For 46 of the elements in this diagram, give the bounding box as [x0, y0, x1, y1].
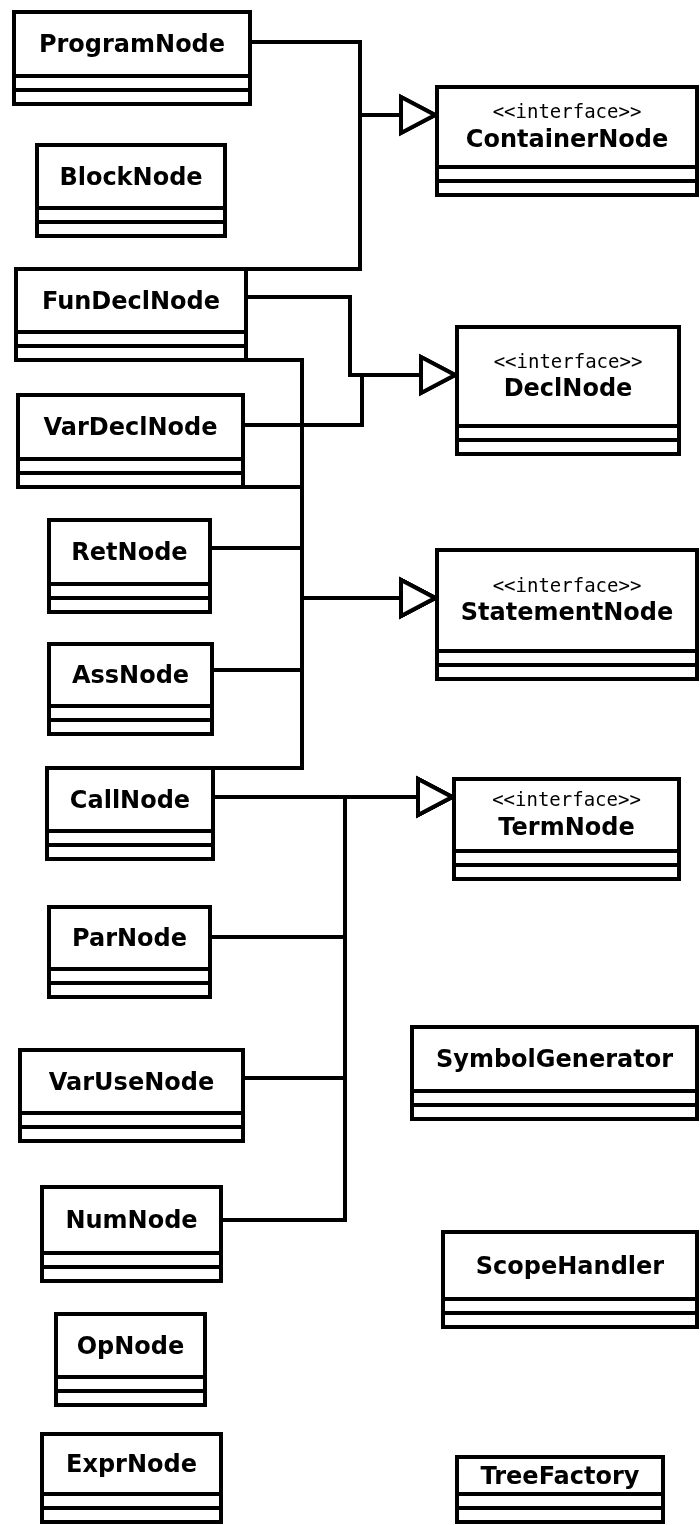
class-name: OpNode [76, 1330, 185, 1361]
class-name: BlockNode [59, 161, 203, 192]
class-name: AssNode [71, 660, 190, 690]
class-box [452, 777, 681, 881]
class-box [54, 1312, 207, 1407]
class-box [14, 267, 248, 362]
class-box [18, 1048, 245, 1143]
class-name: VarDeclNode [43, 412, 218, 442]
class-box [47, 642, 214, 736]
class-box [455, 1455, 665, 1524]
class-name: DeclNode [503, 373, 633, 404]
class-box [47, 518, 212, 614]
realization-arrow [245, 355, 457, 427]
class-box [455, 325, 681, 456]
class-box [12, 10, 252, 106]
class-box [435, 548, 699, 681]
realization-arrow [248, 95, 437, 271]
class-name: NumNode [65, 1205, 198, 1235]
realization-arrow [223, 777, 454, 1222]
class-box [441, 1230, 699, 1329]
class-name: RetNode [71, 537, 188, 567]
class-box [35, 143, 227, 238]
class-name: CallNode [69, 784, 191, 815]
class-name: TreeFactory [480, 1460, 640, 1491]
class-name: ParNode [72, 923, 187, 953]
class-name: ScopeHandler [475, 1250, 665, 1281]
class-box [410, 1025, 699, 1121]
stereotype-label: <<interface>> [492, 788, 641, 812]
class-box [45, 766, 215, 861]
class-name: VarUseNode [48, 1066, 215, 1097]
class-box [435, 85, 699, 197]
class-box [16, 393, 245, 489]
class-name: FunDeclNode [41, 285, 221, 316]
stereotype-label: <<interface>> [493, 349, 643, 374]
class-name: StatementNode [460, 597, 674, 628]
class-name: TermNode [498, 811, 635, 842]
stereotype-label: <<interface>> [492, 100, 642, 124]
stereotype-label: <<interface>> [492, 573, 642, 598]
class-name: ContainerNode [465, 123, 669, 154]
class-box [47, 905, 212, 999]
realization-arrow [215, 578, 437, 770]
class-name: ProgramNode [38, 29, 226, 59]
class-name: SymbolGenerator [436, 1044, 673, 1074]
class-name: ExprNode [66, 1449, 197, 1479]
class-box [40, 1432, 223, 1524]
class-box [40, 1185, 223, 1283]
